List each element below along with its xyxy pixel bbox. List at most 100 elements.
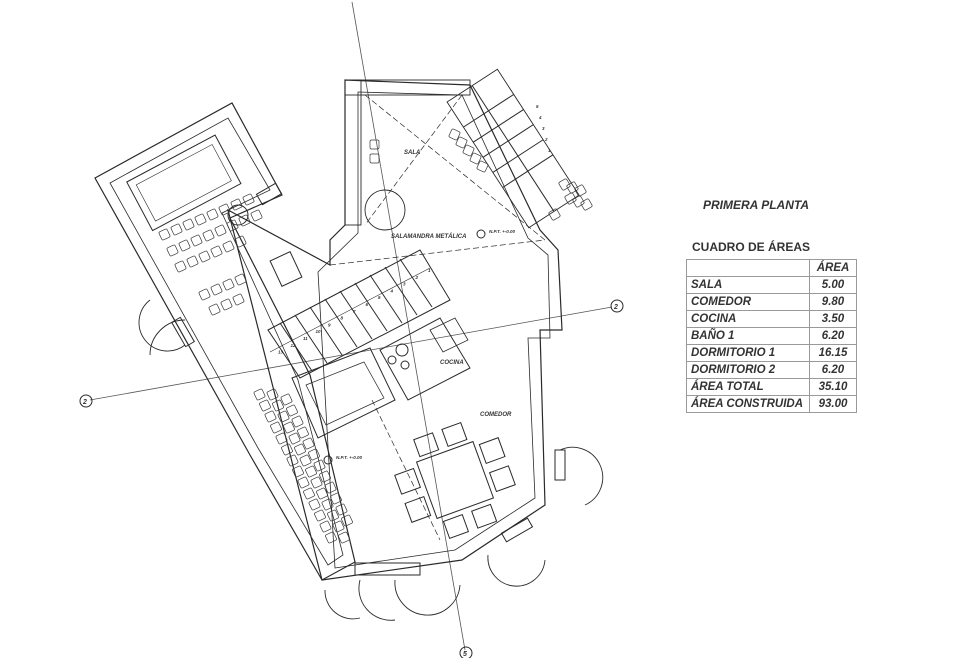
floor-tile xyxy=(286,454,299,467)
area-row-value: 16.15 xyxy=(809,344,857,362)
right-stair-number: 1 xyxy=(548,148,551,153)
left-wing-inner-wall xyxy=(109,117,344,566)
floor-tile xyxy=(264,410,277,423)
floor-tile xyxy=(341,514,353,527)
floor-tile xyxy=(214,224,227,237)
axis-bubble-2-right xyxy=(610,299,624,313)
door-frame-south xyxy=(354,562,421,576)
floor-tile xyxy=(234,273,247,286)
main-stair xyxy=(267,249,451,379)
floor-tile xyxy=(210,283,223,296)
floor-tile xyxy=(462,144,475,157)
axis-text-2-right: 2 xyxy=(613,304,618,311)
floor-tile xyxy=(332,520,345,533)
floor-tile xyxy=(548,208,561,221)
axis-bubble-5-bottom xyxy=(459,646,473,658)
floor-tile xyxy=(208,303,221,316)
nightstand xyxy=(269,250,303,288)
stair-number: 11 xyxy=(303,336,308,341)
area-row-name: COMEDOR xyxy=(686,293,810,311)
floor-tile xyxy=(335,503,348,516)
floor-tile xyxy=(310,476,323,489)
axis-line-2 xyxy=(89,306,613,401)
room-label-comedor: COMEDOR xyxy=(480,412,512,418)
door-swing-4 xyxy=(358,579,396,621)
stair-number: 7 xyxy=(353,309,356,314)
floor-tile xyxy=(166,244,179,257)
floor-tile xyxy=(194,213,207,226)
area-row-value: 5.00 xyxy=(809,276,857,294)
floor-tile xyxy=(222,278,235,291)
floor-tile xyxy=(325,531,337,544)
door-frame-southeast xyxy=(500,517,534,543)
floor-tile xyxy=(190,234,203,247)
sala-diagonal-c xyxy=(329,239,546,266)
door-swing-1 xyxy=(149,319,186,356)
stair-number: 5 xyxy=(378,295,381,300)
stair-number: 2 xyxy=(415,275,419,280)
right-stair-number: 2 xyxy=(544,137,548,142)
floor-tile xyxy=(338,531,350,544)
area-row-name: ÁREA TOTAL xyxy=(686,378,810,396)
stair-number: 3 xyxy=(403,282,406,287)
floor-tile xyxy=(469,152,482,165)
door-swing-7 xyxy=(559,446,604,506)
door-swing-3 xyxy=(324,589,361,620)
floor-tile xyxy=(292,465,304,478)
floor-tile xyxy=(303,487,315,500)
kitchen-island xyxy=(291,347,396,439)
stair-number: 6 xyxy=(366,302,369,307)
right-stair-number: 3 xyxy=(542,126,545,131)
floor-tile xyxy=(294,443,306,456)
dining-table xyxy=(394,421,516,539)
area-row-value: 6.20 xyxy=(809,327,857,345)
left-wing-outline xyxy=(94,102,356,581)
floor-tile xyxy=(316,487,328,500)
floor-tile xyxy=(327,509,339,522)
floor-tile xyxy=(321,498,334,511)
floor-tile xyxy=(319,470,331,483)
floor-tile xyxy=(210,245,223,258)
floor-tile xyxy=(275,432,288,445)
floor-tile xyxy=(198,288,211,301)
west-wall-strip xyxy=(344,79,362,226)
floor-tile xyxy=(182,218,195,231)
area-row-name: ÁREA CONSTRUIDA xyxy=(686,395,810,413)
axis-text-5-bottom: 5 xyxy=(463,651,467,658)
floor-tile xyxy=(564,192,577,205)
level-mark-1 xyxy=(476,229,486,239)
area-row-value: 9.80 xyxy=(809,293,857,311)
floor-tile xyxy=(476,160,489,173)
area-table-title: CUADRO DE ÁREAS xyxy=(692,240,811,254)
floor-tile xyxy=(186,255,199,268)
door-swing-5 xyxy=(394,579,461,616)
floor-tile xyxy=(198,250,211,263)
floor-tile xyxy=(297,426,309,439)
stair-number: 13 xyxy=(278,350,284,355)
bed xyxy=(126,134,242,232)
area-row-value: 93.00 xyxy=(809,395,857,413)
floor-tile xyxy=(330,492,342,505)
floor-tile xyxy=(206,208,219,221)
level-text-1: N.P.T. +-0.00 xyxy=(489,229,515,234)
stair-number: 4 xyxy=(390,288,394,293)
kitchen-island-inner xyxy=(305,361,385,426)
toilet xyxy=(227,204,249,226)
floor-tile xyxy=(324,481,337,494)
floor-tile xyxy=(266,388,279,401)
floor-tile xyxy=(277,410,290,423)
level-text-2: N.P.T. +-0.00 xyxy=(336,455,362,460)
salamandra-stove xyxy=(364,189,406,231)
floor-tile xyxy=(253,388,266,401)
floor-tile xyxy=(308,448,320,461)
floor-tile xyxy=(170,223,183,236)
door-frame-east xyxy=(554,449,566,481)
